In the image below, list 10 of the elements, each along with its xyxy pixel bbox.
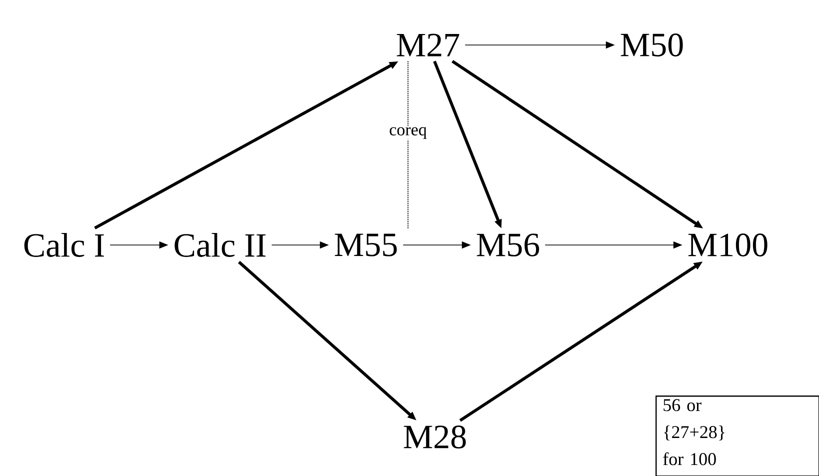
edge-label: coreq	[388, 126, 428, 140]
note-box: 56 or {27+28} for 100	[656, 396, 819, 476]
course-label: M50	[620, 34, 683, 56]
course-label: M56	[476, 234, 540, 256]
course-label: M27	[396, 34, 460, 56]
course-label: Calc II	[174, 233, 266, 257]
course-label: M55	[334, 234, 397, 256]
course-label: M28	[404, 426, 466, 448]
course-label: Calc I	[24, 233, 104, 257]
course-label: M100	[688, 234, 768, 256]
